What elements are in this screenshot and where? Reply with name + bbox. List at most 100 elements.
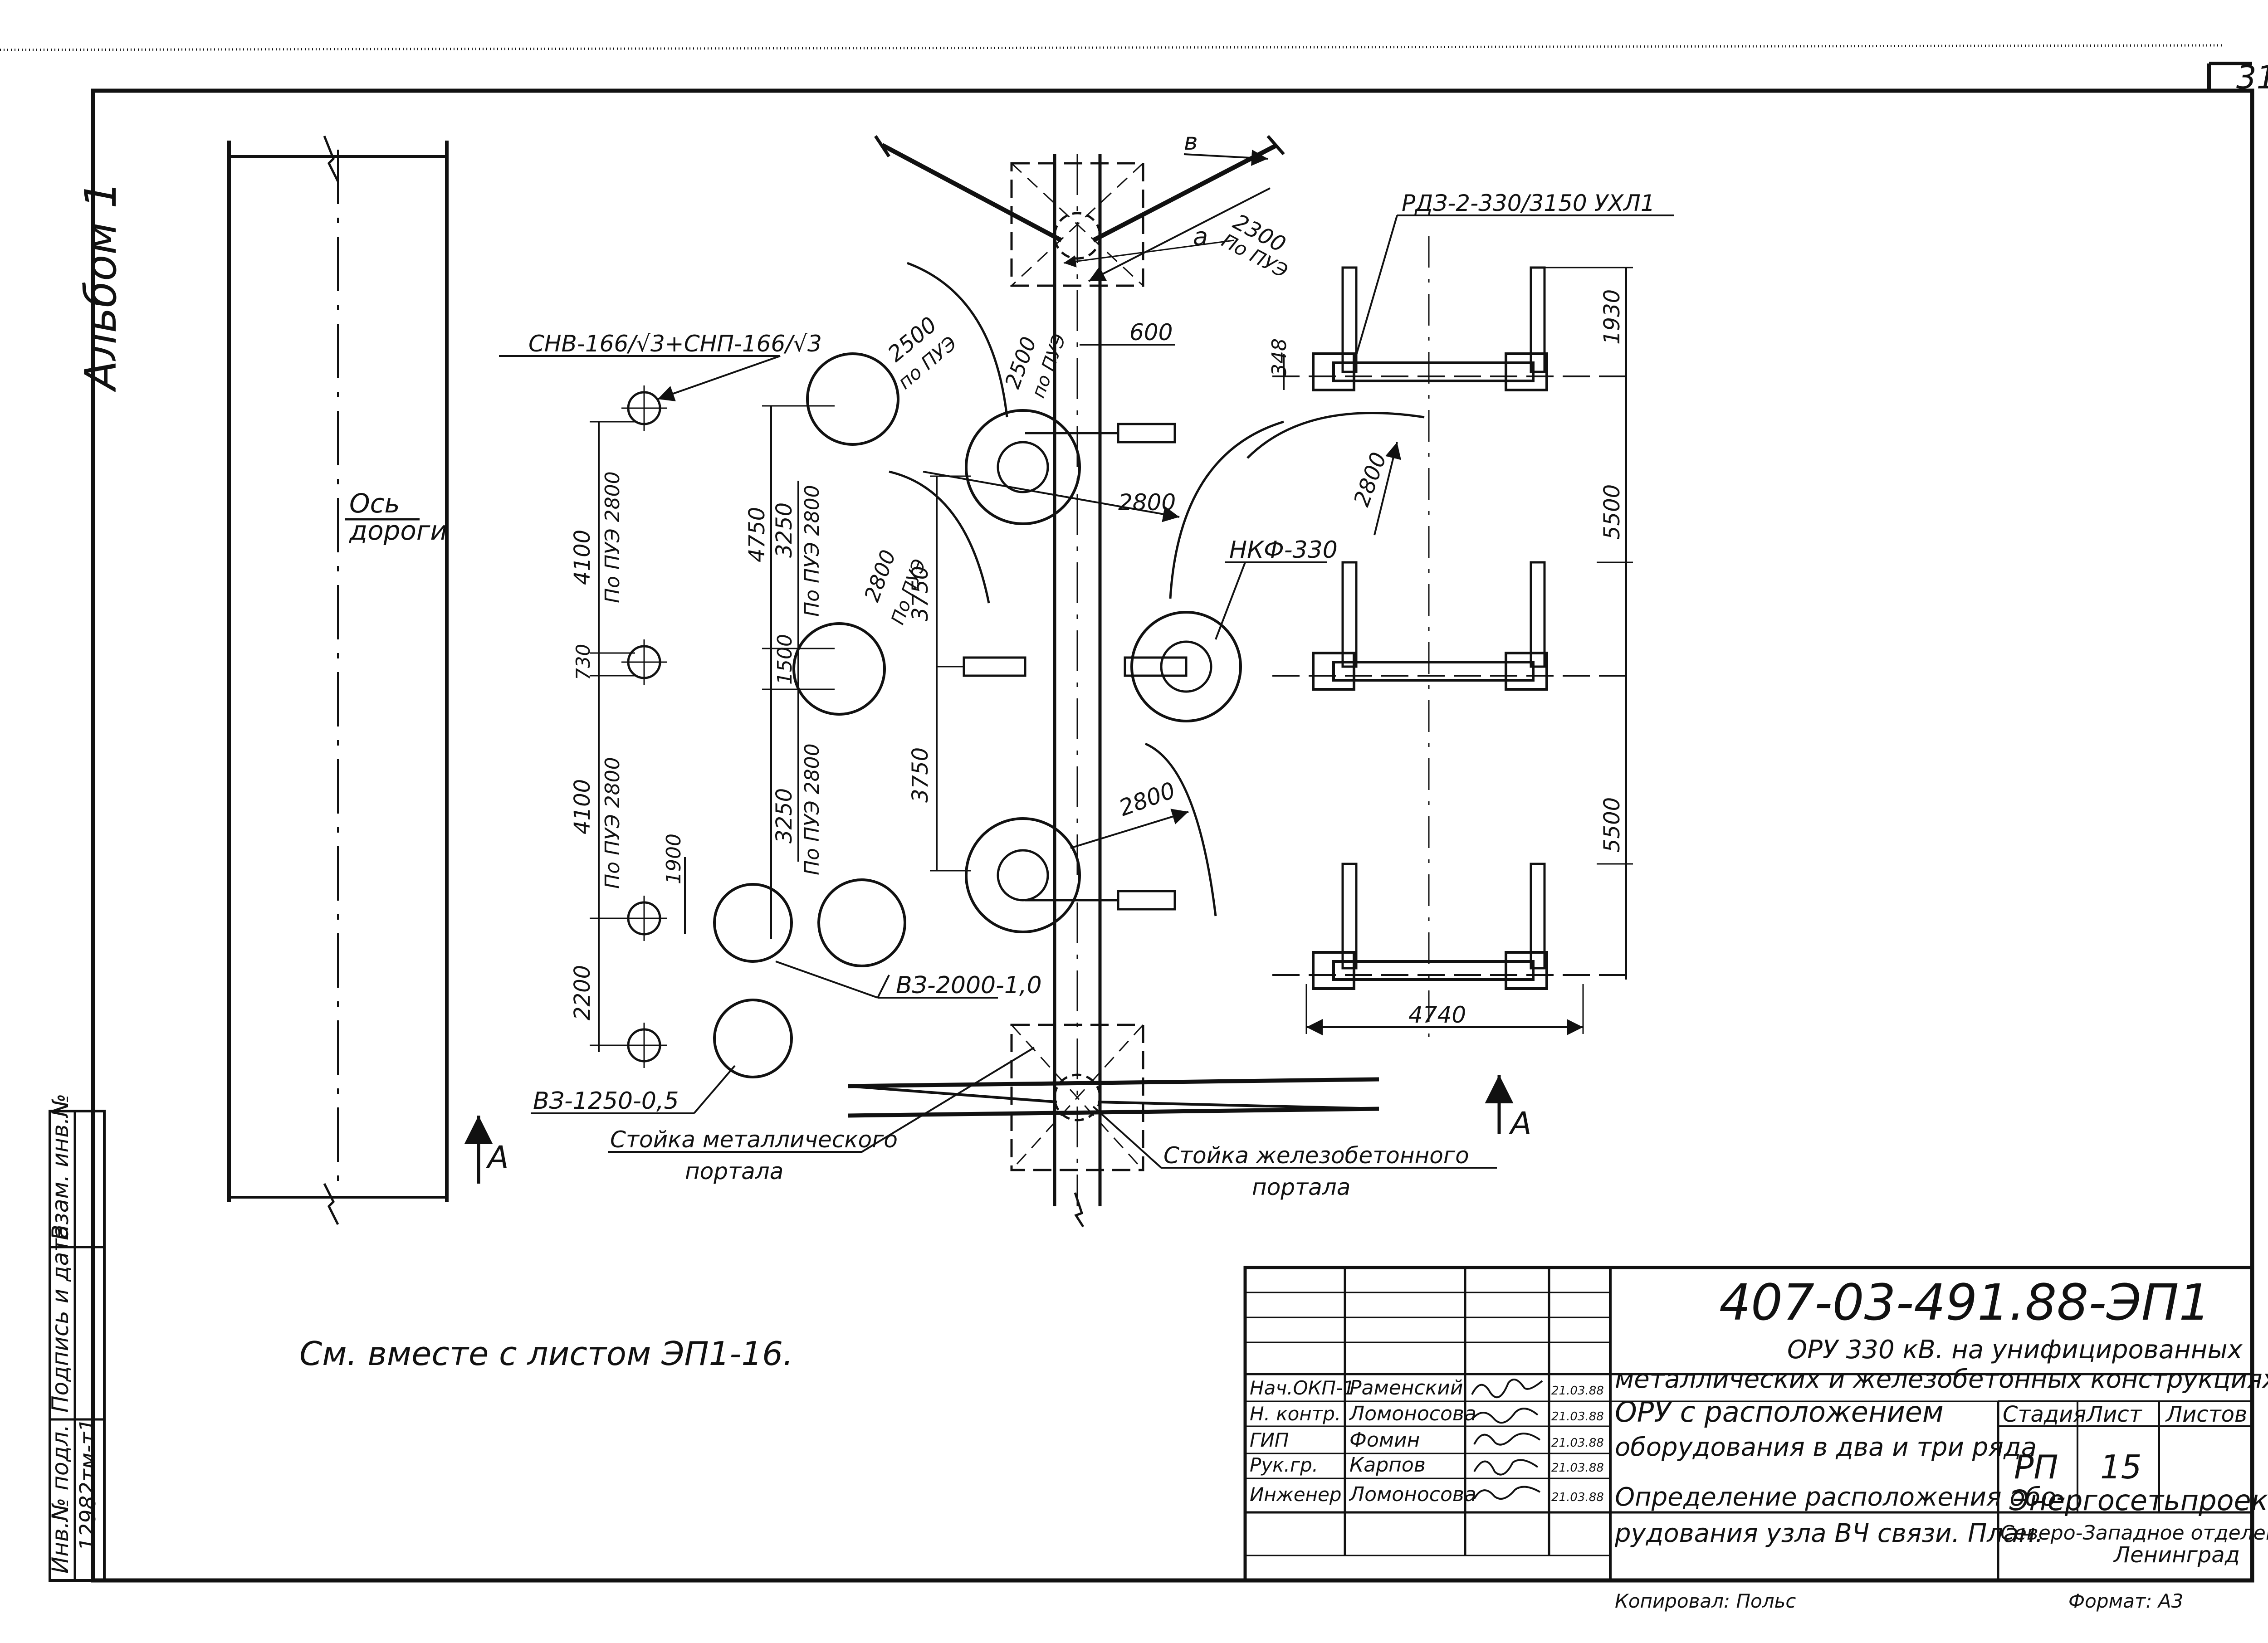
date-5: 21.03.88 [1551, 1491, 1604, 1504]
dim-3750-bottom: 3750 [908, 747, 933, 803]
dim-po-pue-2800-b: По ПУЭ 2800 [601, 757, 624, 889]
name-1: Раменский [1349, 1376, 1463, 1399]
dim-2800-right: 2800 [1349, 449, 1392, 510]
label-metal-portal-2: портала [685, 1158, 783, 1185]
dim-3250-top: 3250 [772, 502, 797, 558]
label-snv: СНВ-166/√3+СНП-166/√3 [528, 331, 822, 357]
dim-1930: 1930 [1599, 289, 1625, 345]
clearance-arc-5 [1246, 412, 1425, 459]
dim-3250-bottom: 3250 [772, 788, 797, 843]
hdr-sheet: Лист [2086, 1402, 2143, 1427]
letter-b: в [1184, 128, 1198, 156]
role-3: ГИП [1250, 1429, 1289, 1451]
left-dimensions [590, 405, 1189, 1052]
strip-vzam: Взам. инв.№ [47, 1093, 73, 1240]
section-mark-left: А [486, 1140, 509, 1175]
dim-1500: 1500 [773, 634, 797, 685]
strip-podp: Подпись и дата [47, 1225, 73, 1413]
dim-2800-left: 2800 [860, 546, 901, 605]
dim-2300-line [1088, 187, 1271, 282]
dim-5500-bottom: 5500 [1599, 797, 1625, 853]
strip-inv: Инв.№ подл. [47, 1424, 73, 1574]
dim-730: 730 [572, 644, 594, 680]
title-block [1243, 1266, 2254, 1582]
disconnectors [1272, 236, 1628, 1043]
dim-5500-top: 5500 [1599, 484, 1625, 540]
v3-1250-leader [693, 1065, 736, 1114]
strip-inv-value: 12982тм-т1 [75, 1418, 101, 1551]
dim-po-pue-2800-a: По ПУЭ 2800 [601, 471, 624, 603]
concrete-portal-leader [1092, 1106, 1162, 1169]
date-4: 21.03.88 [1551, 1461, 1604, 1475]
name-2: Ломоносова [1349, 1402, 1476, 1425]
date-2: 21.03.88 [1551, 1410, 1604, 1424]
nkf-leader [1215, 562, 1246, 640]
copied-by: Копировал: Польс [1615, 1590, 1796, 1612]
dim-4100-bottom: 4100 [570, 779, 595, 834]
dim-4750: 4750 [744, 507, 770, 562]
dim-348: 348 [1268, 338, 1291, 376]
dim-po-pue-2800-c: По ПУЭ 2800 [801, 485, 824, 617]
signatures [1471, 1379, 1543, 1500]
top-portal [874, 135, 1285, 287]
label-v3-1250: ВЗ-1250-0,5 [533, 1087, 679, 1115]
scan-top-edge [0, 44, 2223, 51]
org-line-3: Ленинград [2113, 1542, 2240, 1568]
subtitle-line-2: оборудования в два и три ряда [1615, 1433, 2037, 1462]
hdr-sheets: Листов [2165, 1402, 2247, 1427]
doc-code: 407-03-491.88-ЭП1 [1719, 1273, 2210, 1331]
date-3: 21.03.88 [1551, 1436, 1604, 1450]
dim-2200: 2200 [570, 965, 595, 1020]
label-v3-2000: ВЗ-2000-1,0 [896, 972, 1042, 999]
org-line-2: Северо-Западное отделение [2000, 1521, 2268, 1545]
drawing-line-1: Определение расположения обо- [1615, 1482, 2066, 1512]
road-axis-label: Ось [349, 488, 400, 519]
road: Ось дороги [227, 136, 449, 1225]
dim-4740: 4740 [1408, 1002, 1466, 1028]
clearance-arc-3 [1169, 420, 1284, 599]
drawing-line-2: рудования узла ВЧ связи. План. [1614, 1519, 2043, 1548]
v3-2000-leader-a [877, 975, 890, 998]
road-axis-label-2: дороги [349, 515, 447, 546]
label-concrete-portal-2: портала [1252, 1174, 1350, 1200]
role-5: Инженер [1250, 1483, 1342, 1506]
project-line-1: ОРУ 330 кВ. на унифицированных [1787, 1335, 2243, 1365]
hdr-stage: Стадия [2003, 1402, 2086, 1427]
note: См. вместе с листом ЭП1-16. [299, 1335, 793, 1373]
role-2: Н. контр. [1250, 1403, 1341, 1425]
org-line-1: Энергосетьпроект [2009, 1484, 2268, 1517]
role-4: Рук.гр. [1250, 1454, 1318, 1476]
line-traps [713, 352, 906, 1078]
project-line-2: металлических и железобетонных конструкц… [1615, 1365, 2268, 1394]
date-1: 21.03.88 [1551, 1384, 1604, 1398]
dim-a-leader [1063, 239, 1234, 268]
format: Формат: А3 [2068, 1590, 2183, 1612]
role-1: Нач.ОКП-1 [1250, 1377, 1355, 1399]
dim-2800-low: 2800 [1115, 777, 1178, 821]
dim-po-pue-2800-d: По ПУЭ 2800 [801, 743, 824, 875]
clearance-arc-2 [889, 470, 990, 604]
rdz-leader [1353, 215, 1398, 363]
clearance-arc-4 [1145, 742, 1217, 917]
label-metal-portal: Стойка металлического [610, 1126, 898, 1153]
val-stage: РП [2014, 1448, 2058, 1486]
dim-2800-mid: 2800 [1118, 489, 1176, 516]
bottom-portal [848, 1024, 1379, 1171]
dim-600: 600 [1129, 319, 1173, 346]
name-3: Фомин [1349, 1428, 1420, 1452]
right-dimensions [1283, 267, 1633, 1035]
v3-2000-leader-b [775, 960, 878, 999]
drawing-frame [91, 88, 2254, 1583]
label-concrete-portal: Стойка железобетонного [1163, 1142, 1469, 1169]
metal-portal-leader [861, 1047, 1035, 1153]
dim-3750-top: 3750 [908, 566, 933, 621]
left-strip [49, 1110, 106, 1582]
nkf-rings [965, 409, 1242, 933]
subtitle-line-1: ОРУ с расположением [1615, 1395, 1944, 1428]
coupling-capacitors [621, 385, 667, 1068]
name-5: Ломоносова [1349, 1483, 1476, 1506]
section-mark-right: А [1509, 1106, 1532, 1141]
dim-4100-top: 4100 [570, 530, 595, 585]
snv-leader [657, 355, 781, 402]
